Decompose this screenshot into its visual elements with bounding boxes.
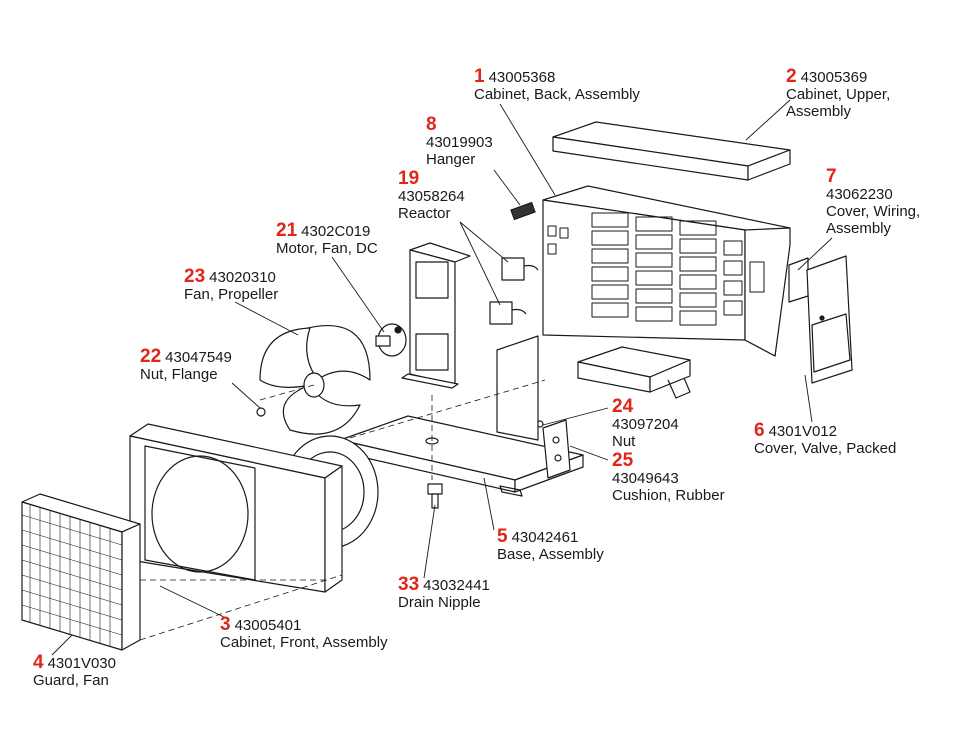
part-number: 43042461 bbox=[511, 529, 579, 546]
callout-number: 25 bbox=[612, 450, 634, 471]
part-description: Reactor bbox=[398, 205, 451, 222]
part-number: 43058264 bbox=[398, 188, 465, 205]
fan-guard-part bbox=[21, 493, 141, 651]
callout-number: 23 bbox=[184, 266, 206, 287]
part-number: 43047549 bbox=[165, 349, 232, 366]
part-description: Base, Assembly bbox=[497, 546, 604, 563]
part-description: Cabinet, Back, Assembly bbox=[474, 86, 640, 103]
part-number: 43005401 bbox=[234, 617, 302, 634]
valve-cover-part bbox=[806, 255, 853, 384]
part-number: 43020310 bbox=[209, 269, 276, 286]
drain-nipple-part bbox=[427, 483, 443, 509]
part-number: 43097204 bbox=[612, 416, 679, 433]
part-description: Nut bbox=[612, 433, 636, 450]
alignment-lines bbox=[139, 379, 546, 641]
part-description: Drain Nipple bbox=[398, 594, 481, 611]
callout-number: 4 bbox=[33, 652, 44, 673]
part-description: Hanger bbox=[426, 151, 476, 168]
part-number: 43019903 bbox=[426, 134, 493, 151]
part-description: Cushion, Rubber bbox=[612, 487, 725, 504]
hanger-part bbox=[510, 201, 536, 221]
leader-lines bbox=[51, 99, 833, 656]
back-cabinet-part bbox=[542, 185, 791, 357]
controller-box-part bbox=[577, 346, 691, 399]
callout-number: 2 bbox=[786, 66, 797, 87]
part-number: 43032441 bbox=[423, 577, 490, 594]
wiring-cover-part bbox=[788, 257, 809, 303]
callout-number: 24 bbox=[612, 396, 634, 417]
callout-number: 33 bbox=[398, 574, 420, 595]
callout-number: 21 bbox=[276, 220, 298, 241]
callout-number: 6 bbox=[754, 420, 765, 441]
propeller-fan-part bbox=[259, 325, 371, 435]
part-number: 43005368 bbox=[488, 69, 556, 86]
callout-number: 1 bbox=[474, 66, 485, 87]
part-description: Fan, Propeller bbox=[184, 286, 279, 303]
callout-number: 19 bbox=[398, 168, 420, 189]
callout-number: 22 bbox=[140, 346, 162, 367]
reactor-part bbox=[489, 257, 539, 325]
callout-number: 3 bbox=[220, 614, 231, 635]
fan-motor-part bbox=[375, 323, 407, 357]
part-number: 4302C019 bbox=[301, 223, 371, 240]
part-description: Cover, Valve, Packed bbox=[754, 440, 897, 457]
part-number: 4301V012 bbox=[768, 423, 837, 440]
part-description: Cover, Wiring, Assembly bbox=[826, 203, 921, 237]
part-description: Nut, Flange bbox=[140, 366, 218, 383]
part-description: Guard, Fan bbox=[33, 672, 109, 689]
callout-number: 5 bbox=[497, 526, 508, 547]
motor-bracket-part bbox=[401, 242, 471, 389]
part-number: 43005369 bbox=[800, 69, 868, 86]
part-description: Cabinet, Upper, Assembly bbox=[786, 86, 891, 120]
part-description: Cabinet, Front, Assembly bbox=[220, 634, 388, 651]
part-description: Motor, Fan, DC bbox=[276, 240, 378, 257]
front-cabinet-part bbox=[129, 423, 343, 593]
part-number: 43062230 bbox=[826, 186, 893, 203]
part-number: 43049643 bbox=[612, 470, 679, 487]
callout-number: 7 bbox=[826, 166, 837, 187]
upper-cabinet-part bbox=[552, 121, 791, 181]
flange-nut-part bbox=[256, 407, 266, 417]
callout-number: 8 bbox=[426, 114, 437, 135]
part-number: 4301V030 bbox=[47, 655, 116, 672]
rubber-cushion-part bbox=[542, 419, 571, 479]
